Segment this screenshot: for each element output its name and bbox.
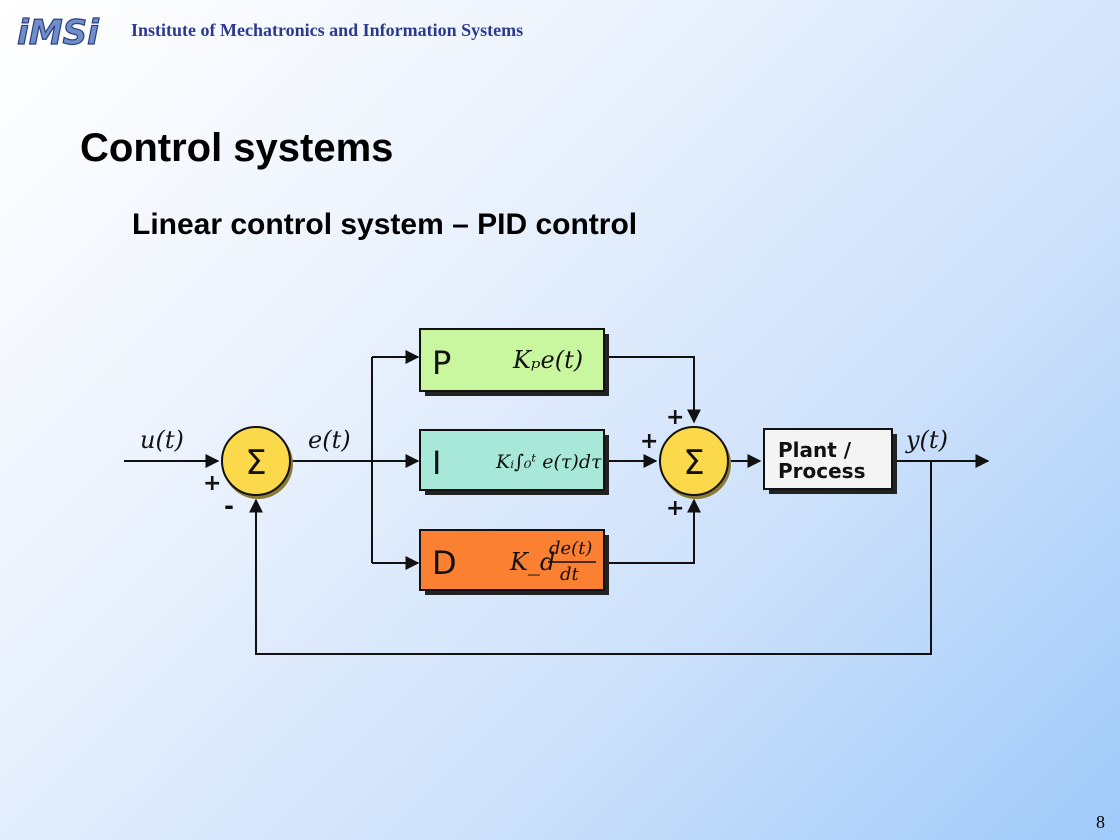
p-block: P Kₚe(t) — [419, 328, 609, 396]
slide-title: Control systems — [80, 126, 394, 170]
sign-plus-left: + — [640, 429, 658, 454]
d-block: D K_d de(t) dt — [419, 529, 609, 595]
i-letter: I — [432, 444, 441, 482]
i-formula: Kᵢ∫₀ᵗ e(τ)dτ — [495, 451, 602, 473]
summing-junction-1: Σ — [221, 426, 293, 499]
d-formula-numerator: de(t) — [549, 538, 592, 559]
plant-label-line1: Plant / — [778, 438, 852, 462]
signal-lines — [124, 350, 990, 655]
summing-junction-2: Σ — [659, 426, 731, 499]
sigma-symbol: Σ — [245, 443, 266, 483]
imsi-logo: iMSi — [17, 12, 101, 53]
p-formula: Kₚe(t) — [512, 346, 583, 374]
sign-minus-feedback: - — [224, 492, 234, 520]
error-signal-label: e(t) — [308, 426, 351, 454]
sign-plus-top: + — [666, 405, 684, 430]
page-number: 8 — [1096, 812, 1105, 832]
d-letter: D — [432, 544, 457, 582]
d-formula-k: K_d — [509, 548, 555, 576]
institute-name: Institute of Mechatronics and Informatio… — [131, 20, 524, 40]
svg-text:iMSi: iMSi — [17, 13, 100, 53]
sigma-symbol: Σ — [683, 443, 704, 483]
plant-label-line2: Process — [778, 459, 866, 483]
sign-plus-bottom: + — [666, 496, 684, 521]
p-letter: P — [432, 344, 451, 382]
sign-plus-input: + — [203, 471, 221, 496]
logo-graphic: iMSi — [17, 12, 101, 53]
output-signal-label: y(t) — [905, 426, 948, 454]
feedback-line — [249, 461, 932, 655]
input-signal-label: u(t) — [140, 426, 184, 454]
d-out-arrow — [606, 498, 701, 564]
i-block: I Kᵢ∫₀ᵗ e(τ)dτ — [419, 429, 609, 495]
slide-subtitle: Linear control system – PID control — [132, 208, 638, 241]
d-formula-denominator: dt — [560, 564, 580, 585]
plant-process-block: Plant / Process — [763, 428, 897, 494]
p-out-arrow — [606, 356, 701, 424]
